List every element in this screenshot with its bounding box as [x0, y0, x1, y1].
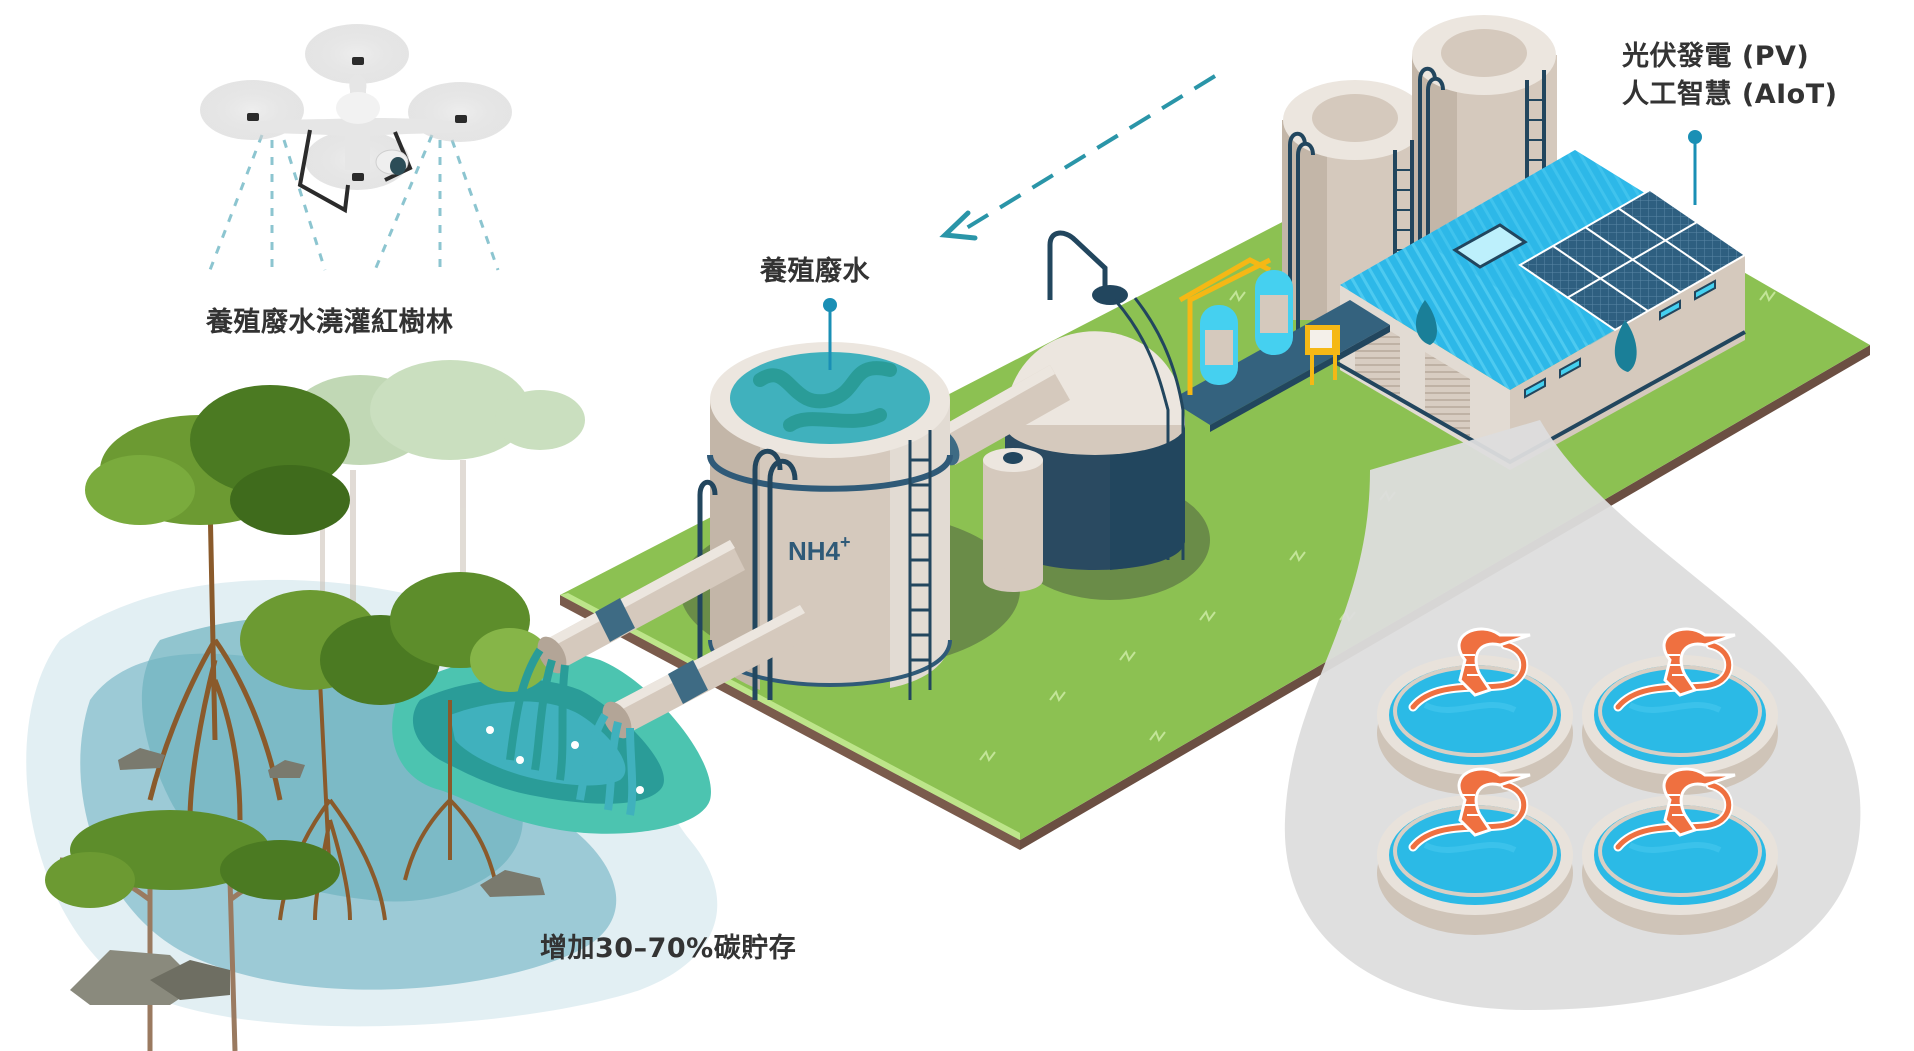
- shrimp-icon: [1408, 627, 1531, 712]
- dashed-arrow-icon: [939, 74, 1217, 241]
- tank-chemical-label: NH4+: [788, 532, 851, 566]
- shrimp-icon: [1613, 767, 1736, 852]
- filtration-unit: [1170, 257, 1390, 432]
- label-pins: [823, 130, 1702, 370]
- pin-marker: [1688, 130, 1702, 144]
- wastewater-label: 養殖廢水: [760, 256, 870, 287]
- pv-aiot-label: 光伏發電 (PV) 人工智慧 (AIoT): [1622, 38, 1838, 114]
- shrimp-icon: [1408, 767, 1531, 852]
- drone-irrigation-label: 養殖廢水澆灌紅樹林: [206, 307, 454, 338]
- shrimp-farm-callout: [1284, 420, 1861, 1010]
- water-drop-logo-icon: [1415, 300, 1437, 345]
- shrimp-icon: [1613, 627, 1736, 712]
- wastewater-tank: NH4+: [697, 342, 953, 700]
- carbon-storage-label: 增加30–70%碳貯存: [540, 933, 797, 964]
- mangrove-tree-icon: [45, 385, 550, 1051]
- shrimp-pond: [1582, 655, 1778, 795]
- shrimp-pond: [1377, 655, 1573, 795]
- drone-icon: [200, 24, 512, 271]
- shrimp-pond: [1582, 795, 1778, 935]
- pv-label: 光伏發電 (PV): [1622, 41, 1810, 72]
- outflow-pipes: [486, 540, 815, 816]
- aiot-label: 人工智慧 (AIoT): [1622, 79, 1838, 110]
- pin-marker: [823, 298, 837, 312]
- water-drop-logo-icon: [1614, 320, 1637, 372]
